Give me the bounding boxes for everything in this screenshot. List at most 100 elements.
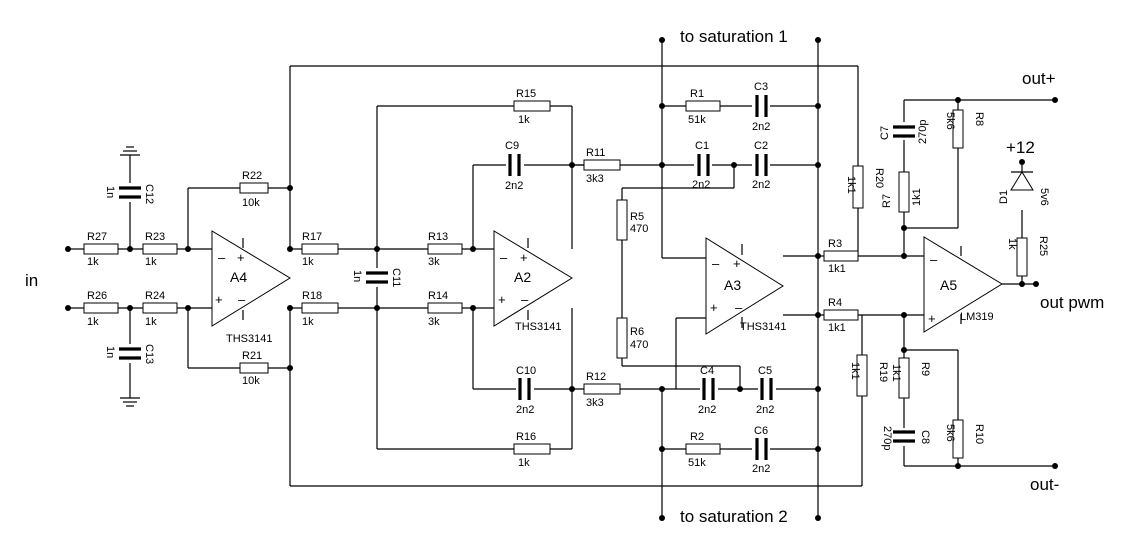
c11-name: C11 xyxy=(390,268,402,287)
capacitor-c9 xyxy=(508,154,521,176)
r10-name: R10 xyxy=(973,424,985,444)
a4-pin-plus: + xyxy=(237,250,245,265)
c8-value: 270p xyxy=(881,426,893,450)
r16-value: 1k xyxy=(518,457,530,469)
c1-name: C1 xyxy=(695,140,709,152)
r5-name: R5 xyxy=(630,211,644,223)
a4-pin-minus: – xyxy=(218,250,226,265)
net-label-saturation-1: to saturation 1 xyxy=(680,27,788,46)
c13-value: 1n xyxy=(104,346,116,358)
r4-value: 1k1 xyxy=(828,322,846,334)
a3-pin-minus: – xyxy=(712,256,720,271)
wires xyxy=(68,40,1055,518)
c13-name: C13 xyxy=(143,344,155,364)
r12-value: 3k3 xyxy=(586,397,604,409)
junction-dots xyxy=(65,37,1058,521)
c9-value: 2n2 xyxy=(505,180,523,192)
r6-value: 470 xyxy=(630,339,648,351)
r1-name: R1 xyxy=(690,88,704,100)
net-label-out-pwm: out pwm xyxy=(1040,293,1104,312)
a4-pin-plus-2: + xyxy=(215,292,223,307)
r11-name: R11 xyxy=(586,147,605,159)
r8-value: 5k6 xyxy=(944,112,956,130)
capacitor-c13 xyxy=(119,347,141,360)
resistor-r17 xyxy=(301,243,339,255)
capacitor-c11 xyxy=(366,271,388,284)
resistor-r20 xyxy=(852,165,864,209)
r17-name: R17 xyxy=(302,231,322,243)
c2-name: C2 xyxy=(754,140,768,152)
a2-pin-plus-2: + xyxy=(498,292,506,307)
r19-name: R19 xyxy=(877,362,889,382)
resistor-r16 xyxy=(513,443,551,455)
component-labels: R27 1k R23 1k R26 1k R24 1k R22 10k R21 … xyxy=(87,81,1050,475)
c6-name: C6 xyxy=(754,425,768,437)
c2-value: 2n2 xyxy=(752,179,770,191)
d1-name: D1 xyxy=(998,190,1010,204)
r13-name: R13 xyxy=(428,231,448,243)
r25-name: R25 xyxy=(1037,236,1049,256)
opamp-a3-body xyxy=(705,237,784,335)
resistor-r13 xyxy=(427,243,463,255)
resistor-r15 xyxy=(513,100,551,112)
r15-value: 1k xyxy=(518,114,530,126)
r23-name: R23 xyxy=(145,231,165,243)
resistor-r21 xyxy=(239,362,269,374)
capacitor-c8 xyxy=(893,430,915,443)
r5-value: 470 xyxy=(630,223,648,235)
d1-value: 5v6 xyxy=(1038,188,1050,206)
r18-name: R18 xyxy=(302,290,322,302)
c10-name: C10 xyxy=(516,365,536,377)
capacitor-c10 xyxy=(518,378,531,400)
r26-name: R26 xyxy=(87,290,107,302)
capacitor-c12 xyxy=(119,186,141,199)
opamp-a3-label: A3 xyxy=(724,277,741,293)
capacitor-c5 xyxy=(760,378,773,400)
resistor-r4 xyxy=(823,309,859,321)
a2-pin-minus-2: – xyxy=(521,292,529,307)
r27-value: 1k xyxy=(87,256,99,268)
resistor-r26 xyxy=(83,302,119,314)
a5-pin-plus: + xyxy=(928,311,936,326)
a2-pin-minus: – xyxy=(500,250,508,265)
a3-pin-plus-2: + xyxy=(710,300,718,315)
capacitor-c1 xyxy=(697,154,710,176)
r19-value: 1k1 xyxy=(849,362,861,380)
comparator-a5-body xyxy=(923,236,1003,333)
diode-d1-symbol xyxy=(1010,171,1034,191)
r9-value: 1k1 xyxy=(890,364,902,382)
net-label-out-plus: out+ xyxy=(1022,69,1056,88)
r7-value: 1k1 xyxy=(911,188,923,206)
r8-name: R8 xyxy=(973,112,985,126)
c12-value: 1n xyxy=(104,186,116,198)
resistor-r23 xyxy=(142,243,178,255)
r27-name: R27 xyxy=(87,231,107,243)
c3-name: C3 xyxy=(754,81,768,93)
r21-name: R21 xyxy=(242,350,262,362)
capacitor-c7 xyxy=(893,125,915,138)
net-labels: in to saturation 1 to saturation 2 out+ … xyxy=(25,27,1104,526)
resistor-r11 xyxy=(583,159,621,171)
r17-value: 1k xyxy=(302,256,314,268)
c8-name: C8 xyxy=(919,430,931,444)
net-label-out-minus: out- xyxy=(1030,475,1059,494)
r22-value: 10k xyxy=(242,197,260,209)
opamp-a4-label: A4 xyxy=(230,269,247,285)
opamp-a2-body xyxy=(493,230,573,327)
c11-value: 1n xyxy=(351,270,363,282)
resistor-r5 xyxy=(616,199,628,241)
a5-pin-minus: – xyxy=(930,252,938,267)
opamp-a4-body xyxy=(211,230,291,327)
resistor-r14 xyxy=(427,302,463,314)
r3-name: R3 xyxy=(828,238,842,250)
r13-value: 3k xyxy=(428,256,440,268)
opamp-bodies xyxy=(211,171,1034,335)
c4-value: 2n2 xyxy=(698,404,716,416)
c5-value: 2n2 xyxy=(756,404,774,416)
r10-value: 5k6 xyxy=(944,424,956,442)
resistor-r6 xyxy=(616,317,628,359)
r22-name: R22 xyxy=(242,170,262,182)
c3-value: 2n2 xyxy=(752,121,770,133)
